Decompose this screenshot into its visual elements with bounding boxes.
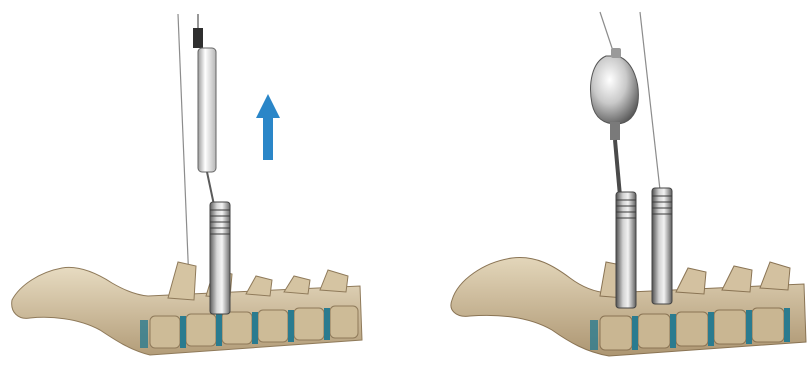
panel-step-2 [404, 0, 808, 365]
guide-wire-2 [640, 12, 660, 190]
instrument-sleeve [193, 14, 216, 205]
instrument-tube [210, 202, 230, 314]
spine-model [12, 262, 362, 355]
instrument-tube-2 [652, 188, 672, 304]
instrument-tube-1 [616, 192, 636, 308]
instrument-handle [591, 48, 639, 196]
panel-step-1 [0, 0, 404, 365]
up-arrow-icon [256, 94, 280, 160]
step-2-illustration [404, 0, 808, 365]
step-1-illustration [0, 0, 404, 365]
